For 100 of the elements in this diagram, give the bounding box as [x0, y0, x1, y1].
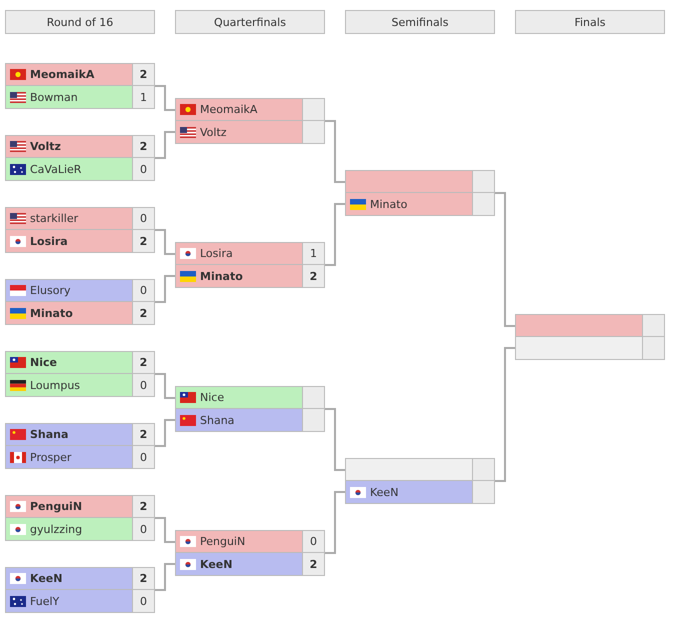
player-name: starkiller — [30, 212, 80, 225]
score-cell: 2 — [302, 553, 324, 575]
player-name: Losira — [30, 234, 69, 248]
bracket-connector — [155, 85, 176, 111]
player-name: Elusory — [30, 284, 72, 297]
score-cell: 2 — [132, 64, 154, 85]
match-box — [175, 530, 325, 576]
player-row — [176, 243, 324, 265]
player-name: FuelY — [30, 594, 60, 608]
player-row — [6, 446, 154, 468]
player-name: gyulzzing — [30, 522, 84, 536]
player-row — [6, 590, 154, 612]
bracket-connector — [155, 229, 176, 255]
score-cell: 2 — [132, 424, 154, 445]
player-name: Prosper — [30, 450, 72, 464]
match-box — [5, 495, 155, 541]
round-header: Round of 16 — [5, 10, 155, 34]
player-row — [6, 136, 154, 158]
player-name: Losira — [200, 247, 234, 260]
bracket-connector — [495, 192, 516, 327]
player-name: Minato — [200, 270, 244, 282]
player-row — [346, 481, 494, 503]
bracket-connector — [155, 563, 176, 591]
player-row — [176, 553, 324, 575]
player-name: MeomaikA — [200, 103, 258, 116]
player-row — [6, 64, 154, 86]
score-cell: 2 — [132, 230, 154, 252]
bracket-connector — [495, 347, 516, 482]
player-row — [346, 171, 494, 193]
player-name: Nice — [200, 391, 226, 404]
player-row — [6, 158, 154, 180]
player-name: KeeN — [370, 486, 400, 498]
score-cell: 2 — [132, 496, 154, 517]
score-cell: 2 — [132, 568, 154, 589]
match-box — [345, 458, 495, 504]
bracket-connector — [155, 373, 176, 399]
score-cell: 2 — [132, 352, 154, 373]
player-row — [176, 387, 324, 409]
score-cell: 0 — [132, 280, 154, 301]
round-header: Semifinals — [345, 10, 495, 34]
score-cell: 0 — [132, 374, 154, 396]
player-row — [176, 121, 324, 143]
player-name: KeeN — [30, 572, 64, 585]
player-name: Nice — [30, 356, 58, 369]
match-box — [5, 63, 155, 109]
player-row — [6, 424, 154, 446]
player-row — [516, 315, 664, 337]
player-row — [6, 568, 154, 590]
match-box — [175, 242, 325, 288]
match-box — [175, 98, 325, 144]
player-row — [6, 302, 154, 324]
player-name: Voltz — [200, 126, 228, 138]
bracket-connector — [325, 203, 346, 266]
score-cell: 1 — [302, 243, 324, 264]
player-row — [6, 496, 154, 518]
round-header: Finals — [515, 10, 665, 34]
score-cell: 0 — [132, 446, 154, 468]
player-row — [6, 518, 154, 540]
player-name: MeomaikA — [30, 68, 96, 81]
player-row — [6, 86, 154, 108]
player-row — [176, 99, 324, 121]
player-name: Minato — [370, 198, 408, 210]
player-row — [6, 352, 154, 374]
player-name: Bowman — [30, 90, 79, 104]
player-name: KeeN — [200, 558, 234, 570]
bracket-connector — [155, 131, 176, 159]
score-cell: 2 — [132, 302, 154, 324]
player-name: Minato — [30, 306, 74, 320]
player-row — [516, 337, 664, 359]
score-cell: 0 — [132, 518, 154, 540]
bracket-connector — [155, 517, 176, 543]
player-name: CaVaLieR — [30, 162, 82, 176]
score-cell: 0 — [132, 158, 154, 180]
score-cell: 0 — [132, 208, 154, 229]
bracket-connector — [325, 491, 346, 554]
player-row — [176, 265, 324, 287]
match-box — [5, 279, 155, 325]
score-cell: 1 — [132, 86, 154, 108]
player-row — [346, 193, 494, 215]
player-name: Voltz — [30, 140, 62, 153]
match-box — [175, 386, 325, 432]
player-row — [6, 280, 154, 302]
player-row — [176, 531, 324, 553]
player-name: Shana — [200, 414, 236, 426]
player-name: PenguiN — [200, 535, 246, 548]
match-box — [5, 207, 155, 253]
score-cell: 2 — [302, 265, 324, 287]
match-box — [515, 314, 665, 360]
player-row — [6, 230, 154, 252]
round-header: Quarterfinals — [175, 10, 325, 34]
player-name: Loumpus — [30, 378, 82, 392]
match-box — [5, 567, 155, 613]
match-box — [345, 170, 495, 216]
bracket-connector — [155, 419, 176, 447]
player-row — [6, 374, 154, 396]
score-cell: 0 — [302, 531, 324, 552]
player-row — [176, 409, 324, 431]
player-name: Shana — [30, 428, 70, 441]
bracket-connector — [155, 275, 176, 303]
score-cell: 0 — [132, 590, 154, 612]
